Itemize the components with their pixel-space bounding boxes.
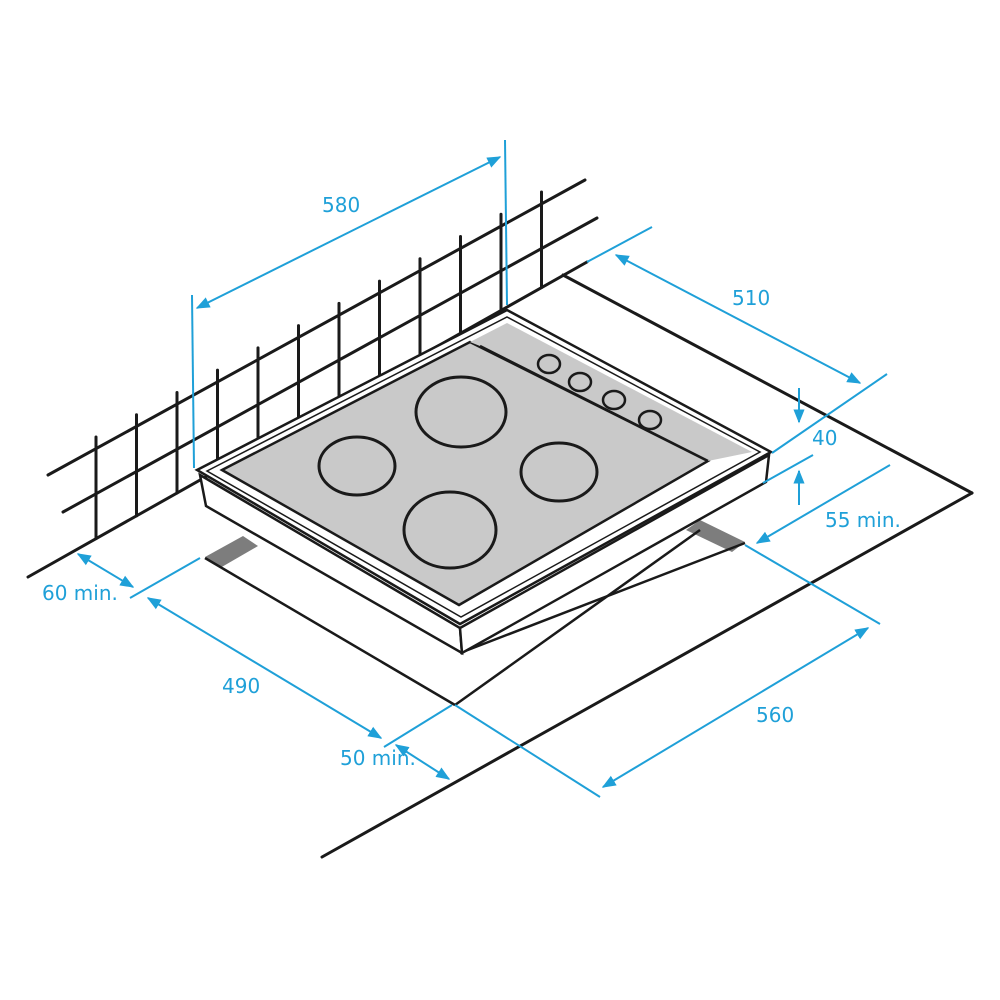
dimension-lines xyxy=(76,139,891,798)
hob xyxy=(194,308,774,656)
label-55-min: 55 min. xyxy=(825,508,901,532)
label-40: 40 xyxy=(812,426,837,450)
label-490: 490 xyxy=(222,674,260,698)
cooking-zone-right xyxy=(519,441,599,503)
knob-icon xyxy=(637,409,663,431)
right-support-foot xyxy=(686,520,745,552)
dim-55 xyxy=(755,464,891,544)
label-510: 510 xyxy=(732,286,770,310)
label-580: 580 xyxy=(322,193,360,217)
label-60-min: 60 min. xyxy=(42,581,118,605)
knob-icon xyxy=(536,353,562,375)
cooking-zone-left xyxy=(317,435,397,497)
dim-490 xyxy=(146,597,383,739)
cooking-zone-front xyxy=(402,490,498,570)
dim-580 xyxy=(195,156,502,309)
control-knobs xyxy=(536,353,663,431)
cooking-zone-back xyxy=(414,375,508,449)
dim-60 xyxy=(76,553,135,588)
label-50-min: 50 min. xyxy=(340,746,416,770)
dimension-labels: 580 510 40 55 min. 60 min. 490 560 50 mi… xyxy=(42,193,901,770)
knob-icon xyxy=(601,389,627,411)
dim-50 xyxy=(394,744,451,780)
left-support-foot xyxy=(205,536,258,568)
knob-icon xyxy=(567,371,593,393)
cooking-zones xyxy=(317,375,599,570)
dim-560 xyxy=(601,627,870,788)
label-560: 560 xyxy=(756,703,794,727)
dim-510 xyxy=(614,254,862,384)
